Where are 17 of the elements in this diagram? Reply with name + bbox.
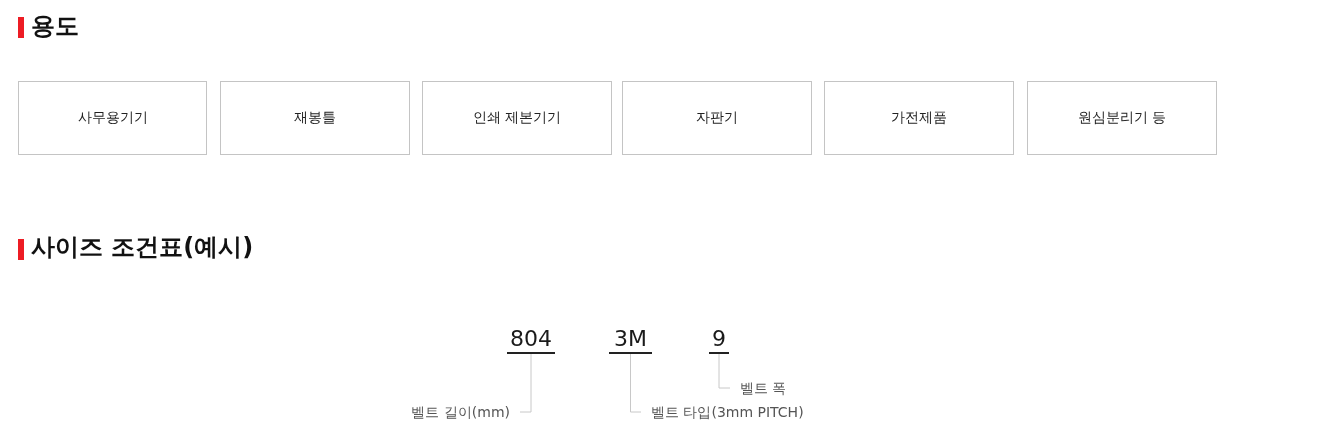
callout-text: 벨트 길이(mm) [411,403,510,421]
usage-box: 재봉틀 [220,81,410,155]
usage-box: 자판기 [622,81,812,155]
leader-line [519,353,532,413]
underlined-code: 3M [609,326,652,354]
underlined-code: 9 [709,326,729,354]
usage-box: 인쇄 제본기기 [422,81,612,155]
usage-box: 사무용기기 [18,81,207,155]
section-heading: 용도 [31,12,79,40]
usage-box: 원심분리기 등 [1027,81,1217,155]
leader-line [718,353,731,389]
callout-text: 벨트 폭 [740,379,787,397]
underlined-code: 804 [507,326,555,354]
callout-text: 벨트 타입(3mm PITCH) [651,403,804,421]
section-heading: 사이즈 조건표(예시) [31,233,254,261]
leader-line [630,353,642,413]
usage-box: 가전제품 [824,81,1014,155]
